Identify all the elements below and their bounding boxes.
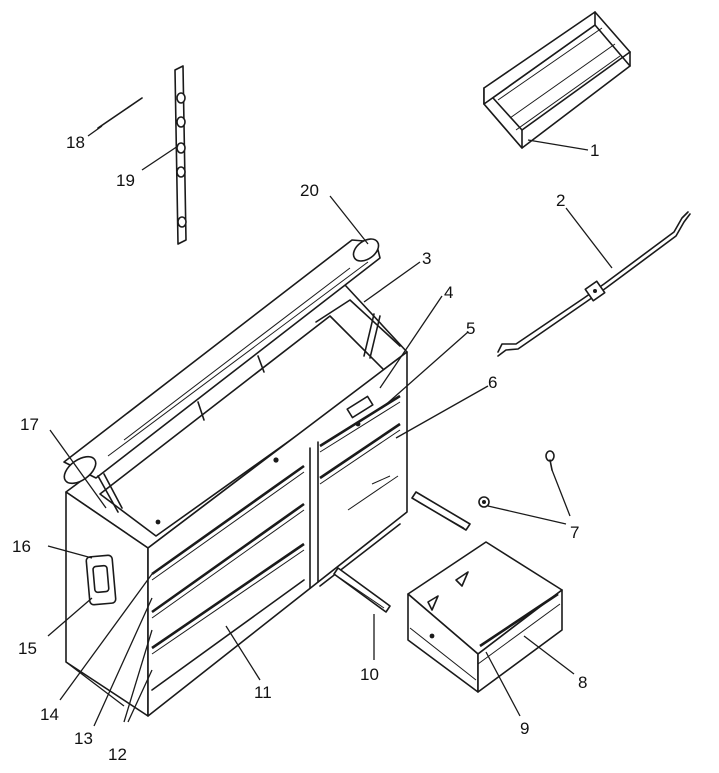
callout-19: 19 [116, 171, 135, 190]
callout-6: 6 [488, 373, 497, 392]
part-bolt-nut [478, 450, 555, 508]
part-drawer-slide [333, 567, 391, 613]
part-tote-tray [483, 11, 631, 149]
callout-4: 4 [444, 283, 453, 302]
callout-2: 2 [556, 191, 565, 210]
callout-16: 16 [12, 537, 31, 556]
callout-13: 13 [74, 729, 93, 748]
part-lid [63, 238, 381, 513]
callout-3: 3 [422, 249, 431, 268]
part-hinge-strip [174, 65, 187, 245]
part-drawer [407, 541, 563, 693]
callout-labels: 1 2 3 4 5 6 7 8 9 10 11 12 13 14 15 16 1… [12, 133, 599, 764]
callout-1: 1 [590, 141, 599, 160]
callout-10: 10 [360, 665, 379, 684]
callout-11: 11 [254, 683, 272, 702]
callout-18: 18 [66, 133, 85, 152]
callout-9: 9 [520, 719, 529, 738]
callout-12: 12 [108, 745, 127, 764]
callout-8: 8 [578, 673, 587, 692]
part-lock-bar [497, 211, 691, 357]
callout-17: 17 [20, 415, 39, 434]
part-hinge-pin [97, 97, 143, 129]
callout-20: 20 [300, 181, 319, 200]
part-drawer-slide-upper [411, 491, 471, 531]
leader-lines [47, 125, 613, 727]
callout-14: 14 [40, 705, 59, 724]
callout-7: 7 [570, 523, 579, 542]
tool-chest-body [65, 284, 408, 717]
callout-5: 5 [466, 319, 475, 338]
callout-15: 15 [18, 639, 37, 658]
